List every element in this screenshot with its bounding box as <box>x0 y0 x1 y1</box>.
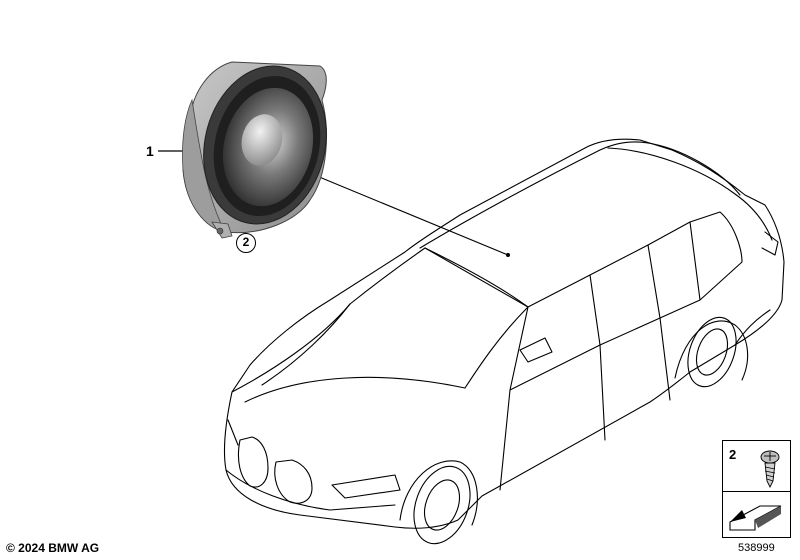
arrow-direction-icon <box>729 505 782 531</box>
speaker-illustration <box>182 61 327 239</box>
callout-label-speaker: 1 <box>146 143 154 159</box>
parts-box-item-number: 2 <box>729 447 737 462</box>
self-tapping-screw-icon <box>760 450 780 489</box>
diagram-number: 538999 <box>738 542 775 554</box>
parts-box: 2 <box>722 440 791 538</box>
parts-box-divider <box>723 491 790 492</box>
copyright-text: © 2024 BMW AG <box>6 541 100 555</box>
car-outline <box>223 138 785 545</box>
leader-line <box>311 173 510 257</box>
callout-label-screw: 2 <box>236 233 256 253</box>
